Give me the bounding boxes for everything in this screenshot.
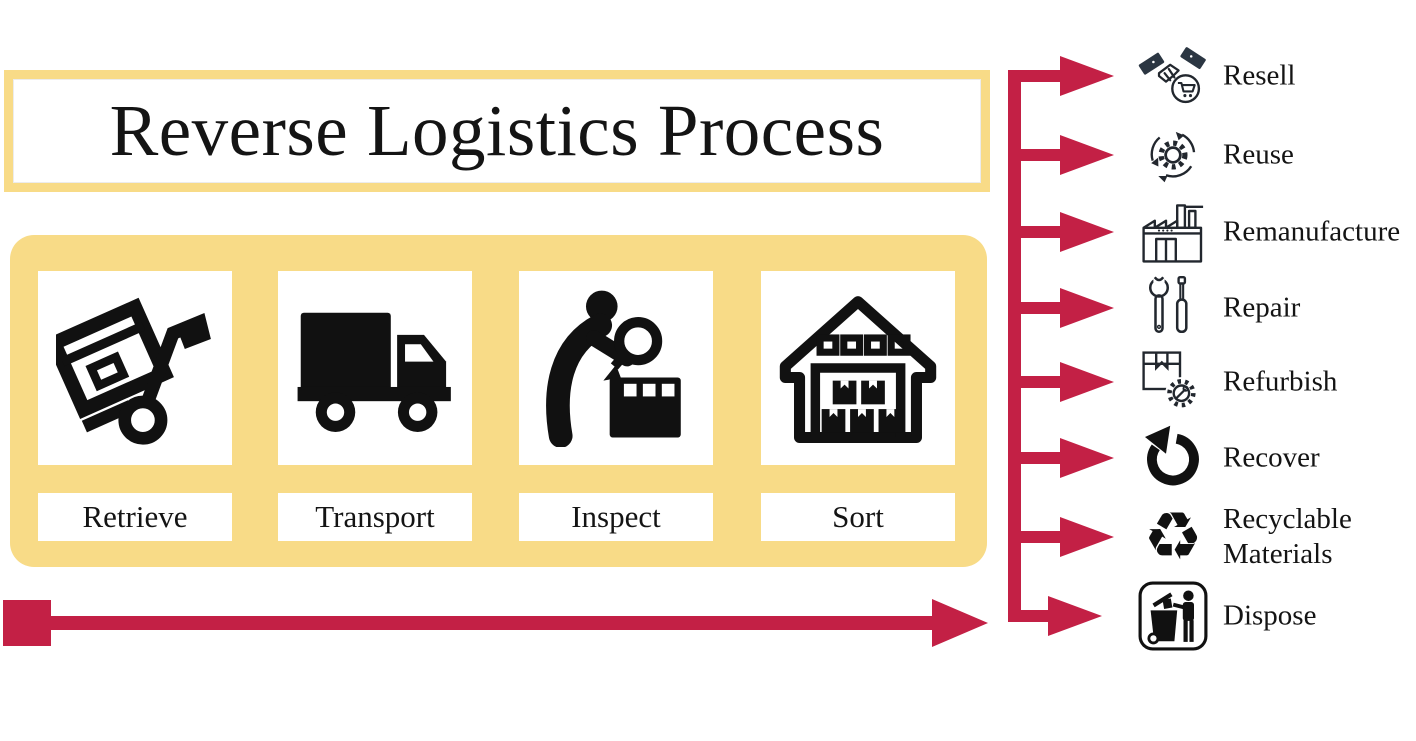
hand-truck-icon [56, 297, 211, 445]
branch-arrowhead-dispose [1048, 596, 1102, 636]
person-magnifier-icon [546, 290, 681, 447]
outcome-icon-refurbish [1138, 347, 1208, 417]
branch-arrowhead-resell [1060, 56, 1114, 96]
outcome-icon-recover [1138, 423, 1208, 493]
branch-arrow-repair [1008, 302, 1060, 314]
outcome-label-recyclable: Recyclable Materials [1223, 503, 1352, 570]
outcome-icon-reuse [1138, 120, 1208, 190]
step-label-text: Retrieve [82, 499, 188, 534]
step-label-text: Inspect [571, 499, 661, 534]
factory-icon [1142, 204, 1204, 263]
outcome-label-repair: Repair [1223, 291, 1301, 324]
warehouse-icon [779, 296, 937, 444]
branch-arrow-dispose [1008, 610, 1048, 622]
outcome-label-refurbish: Refurbish [1223, 365, 1338, 398]
branch-line [1008, 70, 1021, 622]
gear-cycle-icon [1150, 131, 1196, 183]
handshake-cart-icon [1138, 47, 1206, 104]
branch-arrowhead-recyclable [1060, 517, 1114, 557]
branch-arrow-reuse [1008, 149, 1060, 161]
step-label-transport: Transport [278, 493, 472, 541]
step-label-retrieve: Retrieve [38, 493, 232, 541]
delivery-truck-icon [297, 312, 451, 432]
wrench-screwdriver-icon [1148, 274, 1188, 334]
outcome-icon-dispose [1138, 581, 1208, 651]
outcome-label-resell: Resell [1223, 59, 1296, 92]
recycle-icon: ♻ [1143, 498, 1203, 575]
title-box: Reverse Logistics Process [4, 70, 990, 192]
main-flow-arrow-shaft [48, 616, 932, 630]
step-label-inspect: Inspect [519, 493, 713, 541]
flow-start-block [3, 600, 51, 646]
outcome-icon-recyclable: ♻ [1138, 502, 1208, 572]
undo-arrow-icon [1145, 425, 1199, 486]
step-label-text: Sort [832, 499, 884, 534]
branch-arrow-remanufacture [1008, 226, 1060, 238]
step-icon-box-inspect [519, 271, 713, 465]
step-icon-box-transport [278, 271, 472, 465]
step-icon-box-retrieve [38, 271, 232, 465]
branch-arrowhead-remanufacture [1060, 212, 1114, 252]
outcome-label-remanufacture: Remanufacture [1223, 215, 1401, 248]
step-icon-box-sort [761, 271, 955, 465]
step-label-sort: Sort [761, 493, 955, 541]
branch-arrowhead-recover [1060, 438, 1114, 478]
branch-arrowhead-refurbish [1060, 362, 1114, 402]
outcome-icon-repair [1138, 273, 1208, 343]
box-gear-icon [1142, 351, 1198, 410]
branch-arrowhead-reuse [1060, 135, 1114, 175]
branch-arrow-resell [1008, 70, 1060, 82]
outcome-icon-remanufacture [1138, 197, 1208, 267]
outcome-label-dispose: Dispose [1223, 599, 1317, 632]
step-label-text: Transport [315, 499, 435, 534]
outcome-icon-resell [1138, 41, 1208, 111]
outcome-label-recover: Recover [1223, 441, 1320, 474]
main-flow-arrowhead [932, 599, 988, 647]
branch-arrowhead-repair [1060, 288, 1114, 328]
page-title: Reverse Logistics Process [109, 90, 885, 171]
branch-arrow-refurbish [1008, 376, 1060, 388]
trash-disposal-icon [1138, 581, 1208, 651]
branch-arrow-recover [1008, 452, 1060, 464]
outcome-label-reuse: Reuse [1223, 138, 1294, 171]
branch-arrow-recyclable [1008, 531, 1060, 543]
